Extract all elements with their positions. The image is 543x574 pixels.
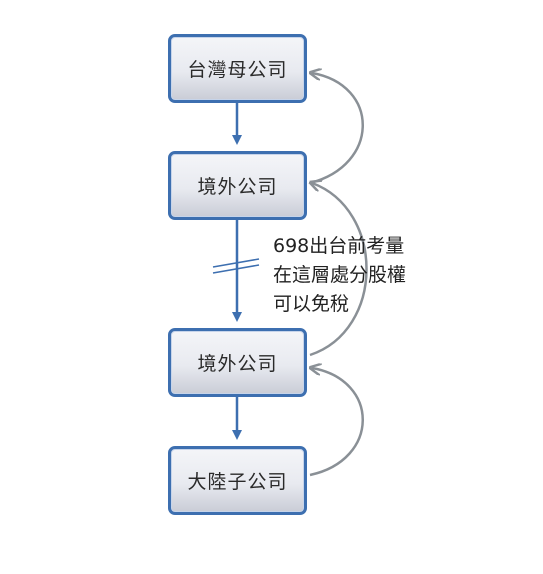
tax-note: 698出台前考量 在這層處分股權 可以免稅 <box>273 232 453 319</box>
tax-note-line-2: 在這層處分股權 <box>273 264 407 286</box>
break-mark-2 <box>212 264 260 274</box>
box-taiwan-parent-company: 台灣母公司 <box>168 34 307 103</box>
tax-note-line-3: 可以免稅 <box>273 293 350 315</box>
box-mainland-subsidiary: 大陸子公司 <box>168 446 307 515</box>
curved-arrow-2 <box>310 183 368 357</box>
box-offshore-company-upper: 境外公司 <box>168 151 307 220</box>
curved-arrow-1 <box>310 73 364 185</box>
box-offshore-company-lower: 境外公司 <box>168 328 307 397</box>
break-mark-1 <box>212 258 260 268</box>
tax-note-line-1: 698出台前考量 <box>273 235 405 257</box>
curved-arrow-3 <box>310 368 364 477</box>
